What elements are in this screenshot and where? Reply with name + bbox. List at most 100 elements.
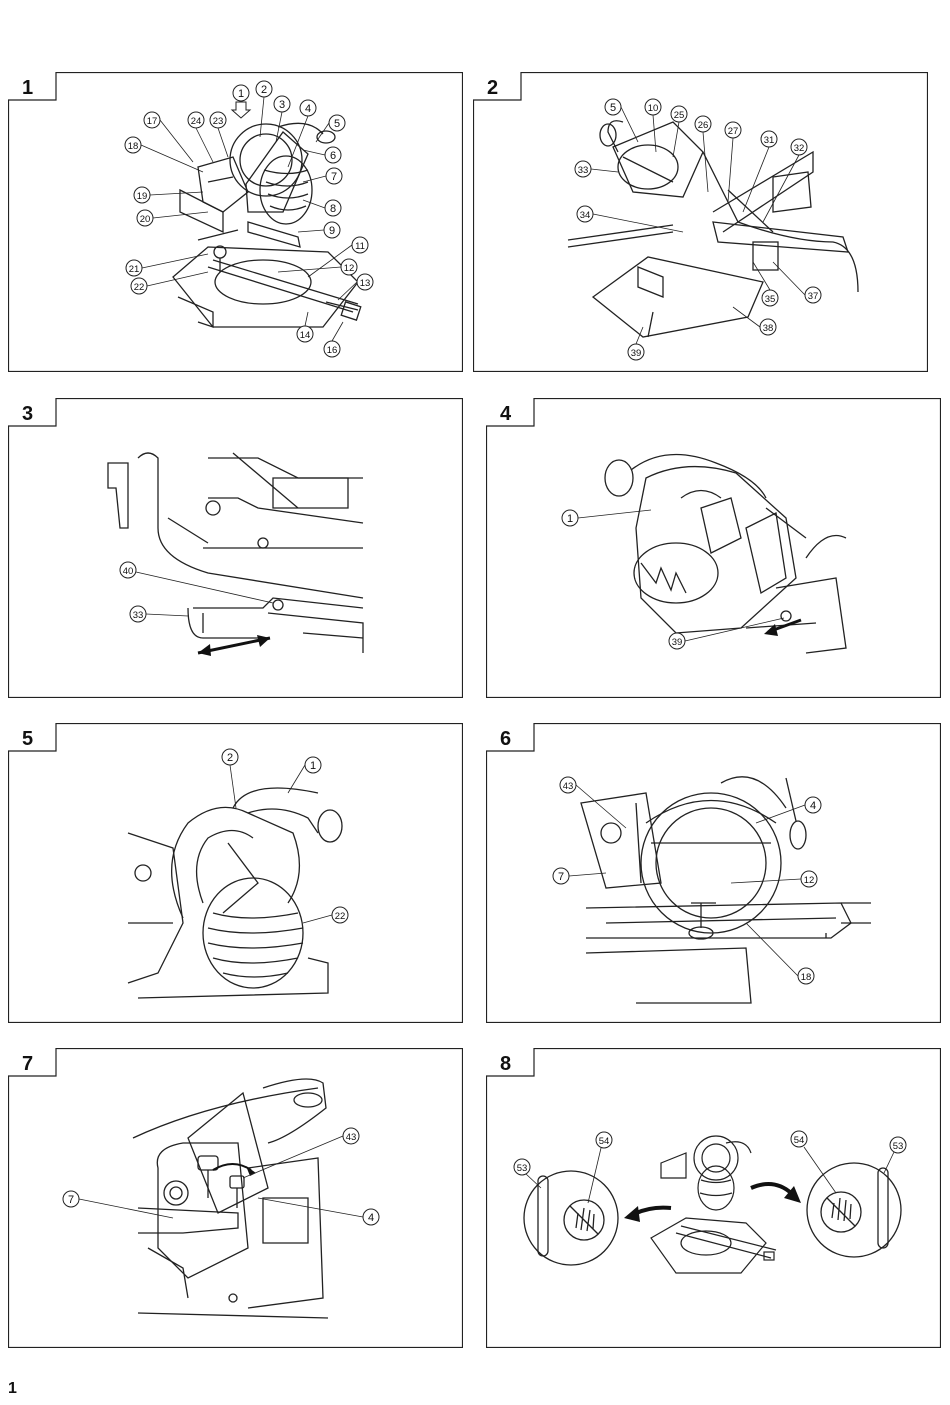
figure-6-frame: 43 4 7 12 18	[486, 723, 941, 1023]
fence-extension-illustration	[107, 452, 364, 653]
figure-3-frame: 40 33	[8, 398, 463, 698]
page-number: 1	[8, 1380, 17, 1397]
figure-5-frame: 2 1 22	[8, 723, 463, 1023]
callout-number: 9	[329, 225, 335, 237]
miter-saw-illustration	[172, 122, 362, 328]
figure-3: 40 33 3	[8, 398, 463, 698]
callout-number: 23	[213, 116, 224, 127]
callout-group-fig-4	[561, 509, 686, 650]
figure-number: 8	[500, 1053, 512, 1075]
callout-number: 4	[368, 1212, 374, 1224]
callout-group-fig-8	[513, 1130, 907, 1176]
callout-number: 39	[672, 637, 683, 648]
callout-number: 3	[279, 99, 285, 111]
callout-number: 12	[804, 875, 815, 886]
figure-6: 43 4 7 12 18 6	[486, 723, 941, 1023]
figure-7: 43 7 4 7	[8, 1048, 463, 1348]
callout-number: 5	[334, 118, 340, 130]
callout-number: 39	[631, 348, 642, 359]
figure-number: 4	[500, 403, 512, 425]
callout-number: 10	[648, 103, 659, 114]
callout-number: 24	[191, 116, 202, 127]
callout-number: 43	[563, 781, 574, 792]
callout-number: 26	[698, 120, 709, 131]
callout-number: 7	[68, 1194, 74, 1206]
callout-number: 2	[261, 84, 267, 96]
figure-4: 1 39 4	[486, 398, 941, 698]
callout-number: 22	[134, 282, 145, 293]
callout-number: 1	[567, 513, 573, 525]
arrow-head-icon	[764, 624, 778, 636]
callout-number: 53	[893, 1141, 904, 1152]
figure-2: 5 10 25 26 27 31 32 33 34 35 37 38 39 2	[473, 72, 928, 372]
callout-number: 6	[330, 150, 336, 162]
callout-number: 43	[346, 1132, 357, 1143]
callout-number: 4	[810, 800, 816, 812]
callout-number: 35	[765, 294, 776, 305]
callout-number: 33	[133, 610, 144, 621]
figure-number: 2	[487, 77, 499, 99]
blade-guard-illustration	[127, 787, 343, 999]
stopper-adjust-illustration	[132, 1078, 329, 1319]
small-saw-illustration	[650, 1135, 777, 1274]
miter-saw-rear-illustration	[567, 120, 859, 338]
callout-group-fig-3	[119, 561, 147, 623]
figure-7-frame: 43 7 4	[8, 1048, 463, 1348]
callout-number: 21	[129, 264, 140, 275]
figure-5: 2 1 22 5	[8, 723, 463, 1023]
callout-number: 1	[238, 88, 244, 100]
callout-number: 53	[517, 1163, 528, 1174]
callout-number: 32	[794, 143, 805, 154]
callout-number: 19	[137, 191, 148, 202]
callout-number: 4	[305, 103, 311, 115]
arrow-head-right-icon	[784, 1186, 801, 1203]
callout-number: 18	[801, 972, 812, 983]
left-arrow-icon	[633, 1205, 672, 1216]
figure-number: 6	[500, 728, 512, 750]
left-warning-label-illustration	[523, 1170, 619, 1266]
callout-number: 14	[300, 330, 311, 341]
callout-number: 16	[327, 345, 338, 356]
callout-group-fig-2	[574, 98, 822, 361]
down-arrow-icon	[230, 101, 252, 119]
callout-number: 27	[728, 126, 739, 137]
callout-number: 54	[599, 1136, 610, 1147]
arrow-head-left-icon	[624, 1206, 640, 1222]
figure-number: 3	[22, 403, 34, 425]
callout-number: 7	[558, 871, 564, 883]
arrow-head-right-icon	[257, 635, 270, 647]
callout-number: 40	[123, 566, 134, 577]
callout-number: 34	[580, 210, 591, 221]
saw-head-illustration	[604, 453, 847, 654]
callout-number: 20	[140, 214, 151, 225]
figure-8: 53 54 54 53 8	[486, 1048, 941, 1348]
callout-number: 31	[764, 135, 775, 146]
callout-number: 11	[355, 241, 365, 252]
figure-number: 7	[22, 1053, 34, 1075]
figure-number: 1	[22, 77, 34, 99]
figure-4-frame: 1 39	[486, 398, 941, 698]
callout-number: 25	[674, 110, 685, 121]
callout-number: 2	[227, 752, 233, 764]
figure-number: 5	[22, 728, 34, 750]
callout-number: 5	[610, 102, 616, 114]
right-arrow-icon	[750, 1182, 793, 1195]
figure-2-frame: 5 10 25 26 27 31 32 33 34 35 37 38 39	[473, 72, 928, 372]
right-warning-label-illustration	[806, 1162, 902, 1258]
callout-number: 18	[128, 141, 139, 152]
arrow-head-left-icon	[198, 644, 211, 656]
callout-number: 38	[763, 323, 774, 334]
callout-number: 22	[335, 911, 346, 922]
callout-number: 17	[147, 116, 158, 127]
callout-number: 33	[578, 165, 589, 176]
callout-number: 54	[794, 1135, 805, 1146]
callout-number: 13	[360, 278, 371, 289]
callout-number: 7	[331, 171, 337, 183]
callout-number: 37	[808, 291, 819, 302]
callout-group-fig-5	[221, 748, 349, 924]
callout-number: 1	[310, 760, 316, 772]
callout-group-fig-1	[124, 80, 374, 358]
callout-number: 8	[330, 203, 336, 215]
